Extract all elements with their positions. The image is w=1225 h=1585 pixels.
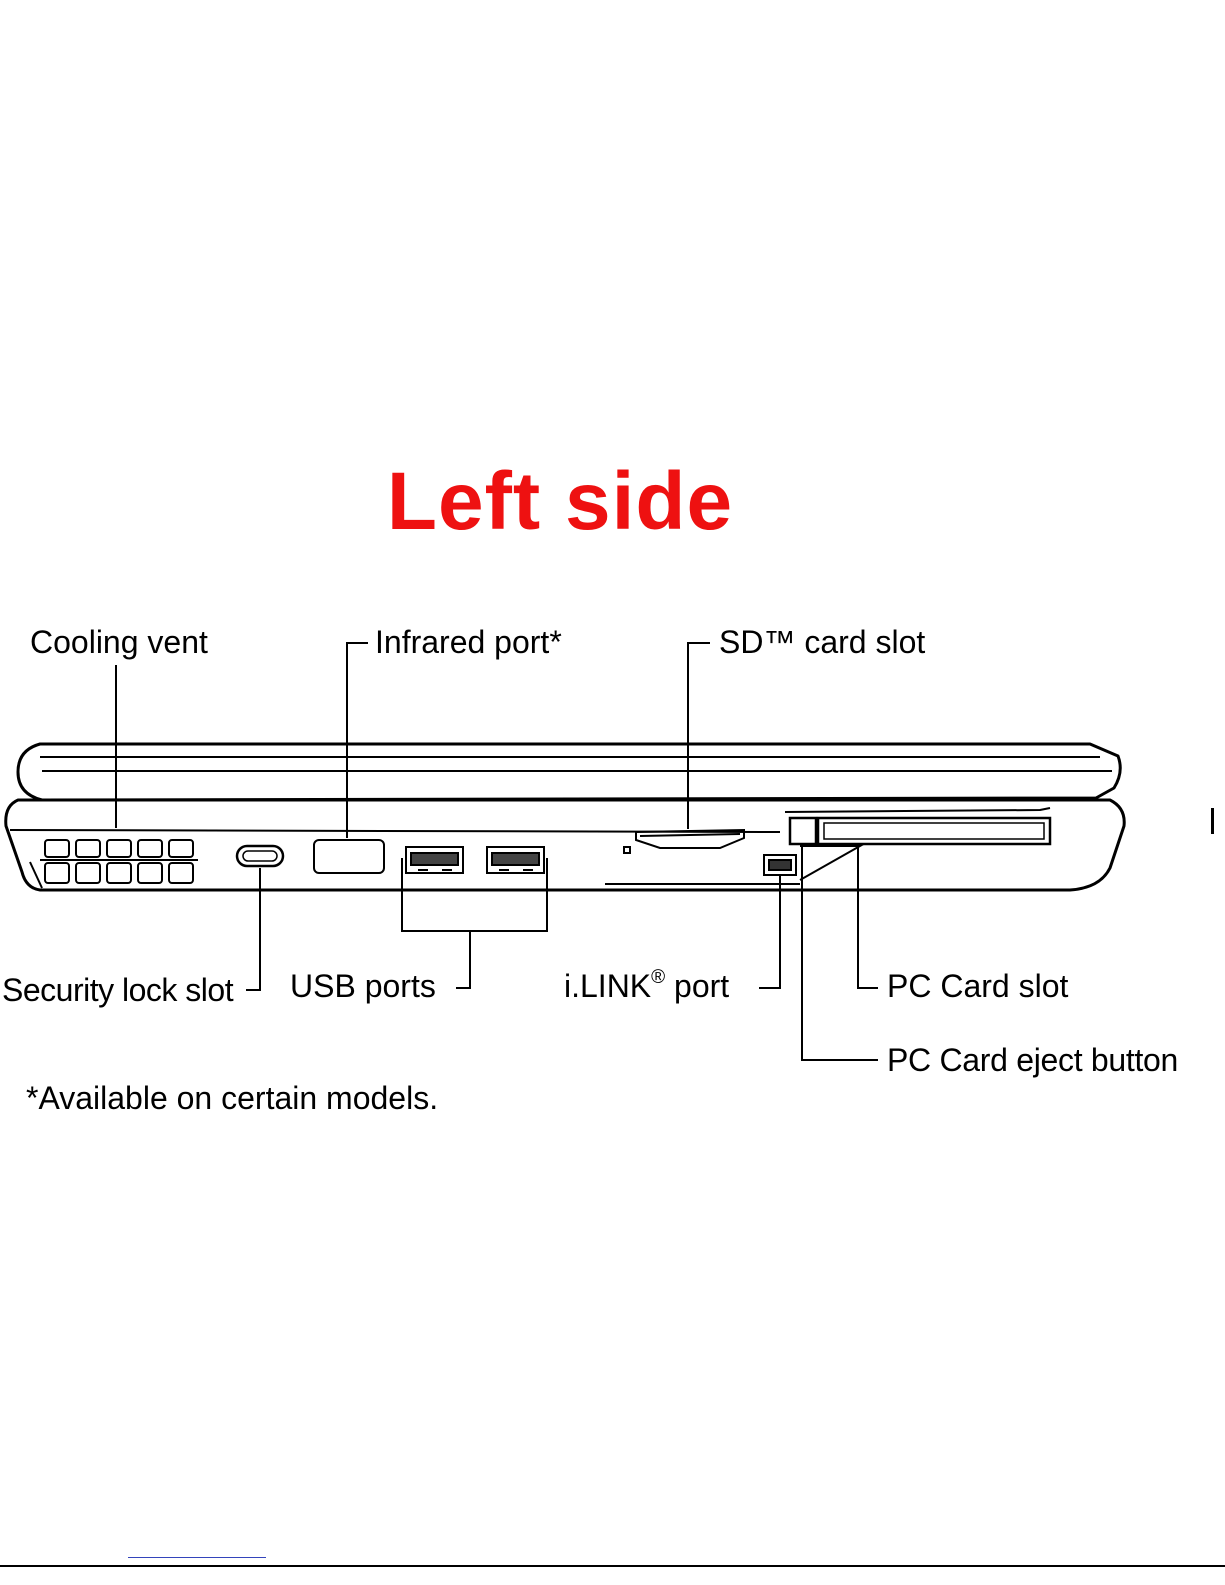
registered-mark: ®: [651, 967, 665, 988]
label-cooling-vent: Cooling vent: [30, 626, 208, 658]
ilink-suffix: port: [665, 968, 729, 1004]
label-ilink-port: i.LINK® port: [564, 970, 729, 1002]
sd-card-slot: [624, 830, 744, 853]
cooling-vent: [40, 840, 198, 883]
label-usb-ports: USB ports: [290, 970, 436, 1002]
usb-port: [406, 847, 463, 873]
ilink-name: i.LINK: [564, 968, 651, 1004]
label-pc-card-slot: PC Card slot: [887, 970, 1068, 1002]
leader-security-lock-slot: [246, 868, 260, 990]
leader-infrared-port: [347, 643, 368, 838]
infrared-port: [314, 840, 384, 873]
footer-rule: [0, 1565, 1225, 1567]
pc-card-eject-button: [790, 818, 816, 844]
leader-usb-ports-stem: [456, 931, 470, 988]
leader-pc-card-slot: [858, 846, 878, 988]
usb-port: [487, 847, 544, 873]
leader-pc-card-eject-button: [802, 844, 878, 1060]
footnote: *Available on certain models.: [26, 1080, 438, 1117]
leader-ilink-port: [759, 876, 780, 988]
ilink-port: [764, 855, 796, 875]
label-pc-card-eject-button: PC Card eject button: [887, 1044, 1178, 1076]
label-infrared-port: Infrared port*: [375, 626, 562, 658]
security-lock-slot: [237, 846, 283, 866]
label-sd-card-slot: SD™ card slot: [719, 626, 925, 658]
label-security-lock-slot: Security lock slot: [2, 974, 233, 1006]
footer-link-underline[interactable]: [128, 1557, 266, 1558]
pc-card-slot: [800, 818, 1050, 880]
edge-mark: [1211, 808, 1214, 834]
